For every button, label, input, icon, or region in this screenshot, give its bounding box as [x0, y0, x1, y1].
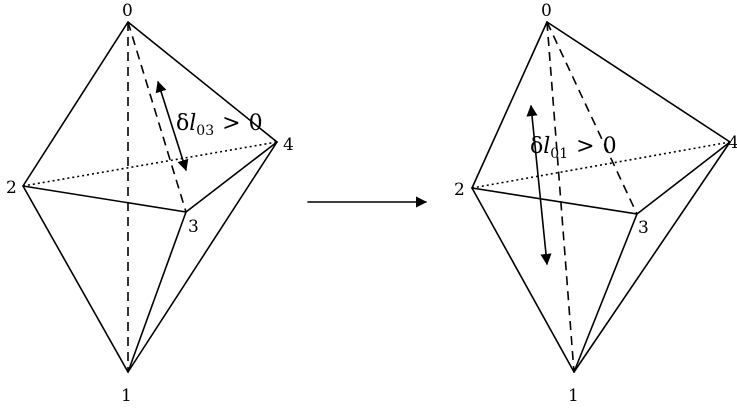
- left-double-arrow: [155, 80, 189, 172]
- left-vertex-label-3: 3: [188, 217, 199, 237]
- left-edge-3-1: [127, 211, 187, 373]
- right-annotation-delta: δ: [530, 134, 543, 159]
- left-edge-3-4: [185, 141, 278, 213]
- right-vertex-label-2: 2: [454, 180, 465, 200]
- left-annotation-subscript: 03: [196, 123, 214, 139]
- left-edge-2-1: [22, 185, 129, 373]
- right-edge-2-1: [471, 187, 575, 373]
- right-edge-3-1: [573, 213, 638, 373]
- right-annotation-value: 0: [603, 134, 617, 159]
- left-edge-4-1: [127, 141, 278, 373]
- left-vertex-label-2: 2: [6, 178, 17, 198]
- left-annotation: δl03 >0: [176, 111, 263, 139]
- right-edge-2-4-dotted: [471, 141, 731, 189]
- right-edge-0-3-hidden: [546, 21, 638, 215]
- right-edge-0-1-hidden: [546, 21, 575, 373]
- left-annotation-value: 0: [249, 111, 263, 136]
- left-vertex-label-0: 0: [122, 1, 133, 21]
- right-edge-4-1: [573, 141, 731, 373]
- right-annotation-subscript: 01: [550, 146, 568, 162]
- right-annotation: δl01 >0: [530, 134, 617, 162]
- left-bipyramid: 0 1 2 3 4 δl03 >0: [6, 1, 294, 406]
- left-annotation-delta: δ: [176, 111, 189, 136]
- left-annotation-l: l: [189, 111, 196, 136]
- right-annotation-relation: >: [576, 134, 594, 159]
- right-vertex-label-1: 1: [568, 386, 579, 406]
- right-double-arrow: [526, 104, 552, 266]
- left-edge-2-4-dotted: [22, 141, 278, 187]
- right-vertex-label-0: 0: [541, 1, 552, 21]
- right-vertex-label-3: 3: [638, 218, 649, 238]
- left-edge-0-3-hidden: [127, 21, 187, 213]
- right-edge-2-3: [471, 187, 638, 215]
- right-edge-3-4: [636, 141, 731, 215]
- left-vertex-label-4: 4: [283, 135, 294, 155]
- left-vertex-label-1: 1: [121, 386, 132, 406]
- right-edge-0-2: [471, 21, 548, 189]
- right-annotation-l: l: [543, 134, 550, 159]
- left-edge-0-2: [22, 21, 129, 187]
- right-vertex-label-4: 4: [728, 133, 737, 153]
- left-annotation-relation: >: [222, 111, 240, 136]
- right-edge-0-4: [546, 21, 731, 143]
- right-bipyramid: 0 1 2 3 4 δl01 >0: [454, 1, 737, 406]
- left-edge-0-4: [127, 21, 278, 143]
- left-edge-2-3: [22, 185, 187, 213]
